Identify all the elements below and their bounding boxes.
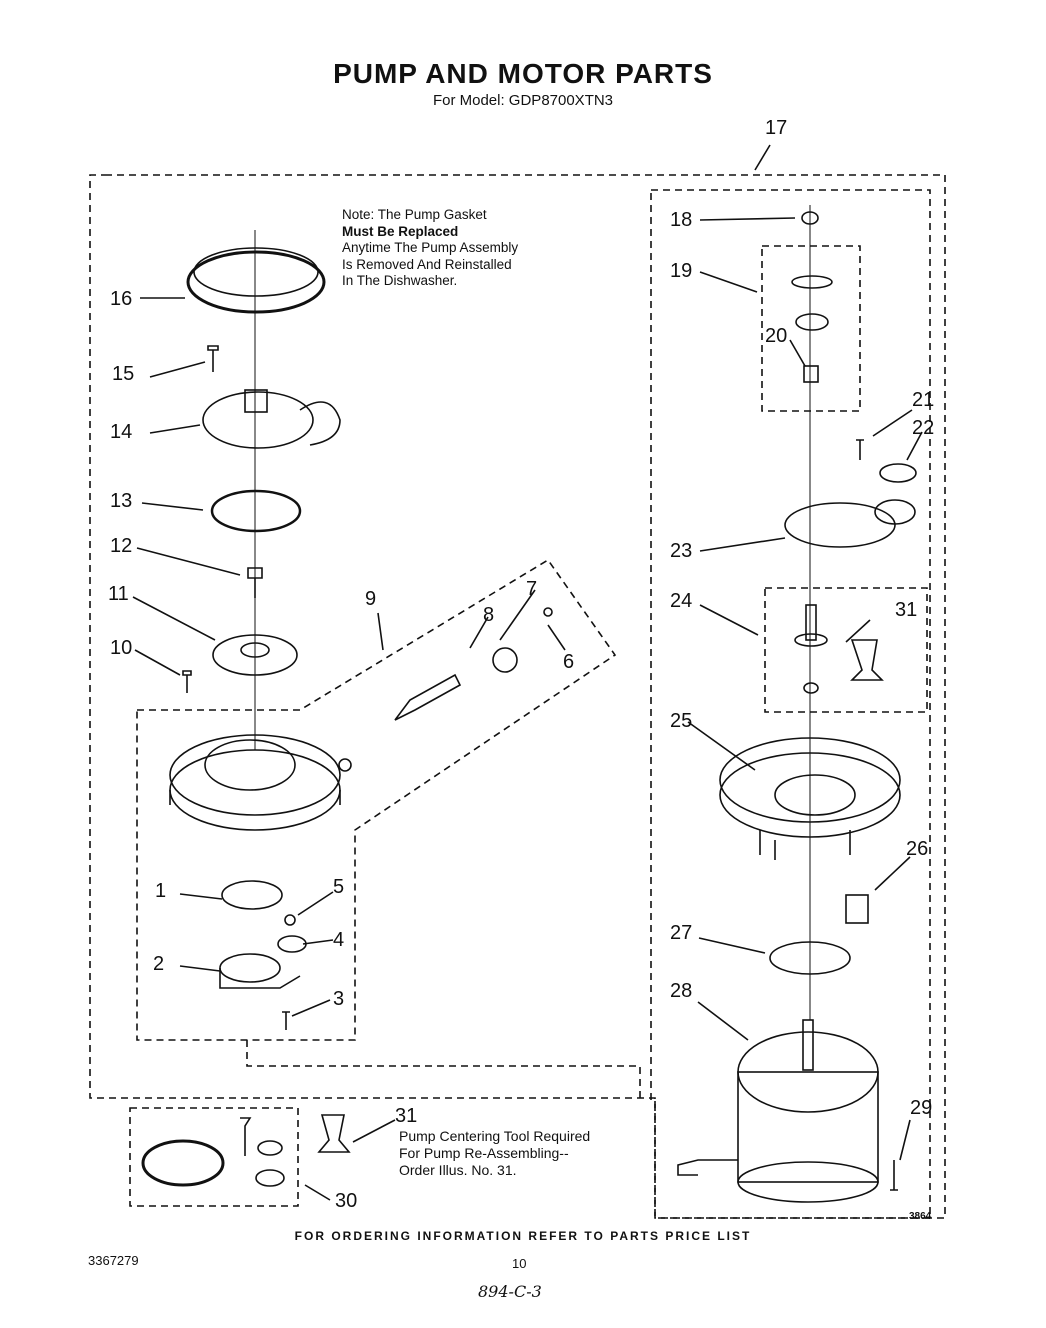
drawing-code: 3864 xyxy=(909,1211,932,1222)
valve-7 xyxy=(492,647,518,673)
note-line: Is Removed And Reinstalled xyxy=(342,256,512,272)
motor-group-outline xyxy=(650,189,931,1219)
callout-5: 5 xyxy=(333,876,345,898)
disk-1 xyxy=(221,880,283,910)
gasket-note: Note: The Pump Gasket Must Be Replaced A… xyxy=(342,207,572,290)
screw-10 xyxy=(182,670,192,693)
callout-9: 9 xyxy=(365,588,377,610)
tool-31 xyxy=(850,639,884,681)
callout-15: 15 xyxy=(112,363,135,385)
pump-cover xyxy=(202,391,314,449)
o-ring-13 xyxy=(210,489,302,533)
callout-31-lower: 31 xyxy=(395,1105,418,1127)
box-24 xyxy=(764,587,928,713)
callout-12: 12 xyxy=(110,535,133,557)
lower-pump-outline xyxy=(136,558,617,1041)
nut-12 xyxy=(247,567,263,598)
note-line: Anytime The Pump Assembly xyxy=(342,240,519,255)
screw-15 xyxy=(207,345,219,372)
callout-17: 17 xyxy=(765,117,788,139)
model-subtitle: For Model: GDP8700XTN3 xyxy=(432,92,614,109)
ball-5 xyxy=(284,914,296,926)
handwritten-mark: 894-C-3 xyxy=(478,1282,542,1301)
callout-25: 25 xyxy=(670,710,693,732)
impeller-11 xyxy=(212,634,298,676)
tool-31b xyxy=(317,1114,351,1153)
tool-note-line: Pump Centering Tool Required xyxy=(399,1128,591,1144)
document-number: 3367279 xyxy=(88,1253,139,1268)
page-number: 10 xyxy=(512,1256,527,1271)
callout-30: 30 xyxy=(335,1190,358,1212)
callout-18: 18 xyxy=(670,209,693,231)
callout-27: 27 xyxy=(670,922,693,944)
bracket-2 xyxy=(219,953,281,983)
box-30 xyxy=(129,1107,299,1207)
note-line: Note: The Pump Gasket xyxy=(342,207,487,222)
callout-24: 24 xyxy=(670,590,693,612)
callout-7: 7 xyxy=(526,578,538,600)
callout-31-upper: 31 xyxy=(895,599,918,621)
gasket-30 xyxy=(141,1139,225,1187)
callout-23: 23 xyxy=(670,540,693,562)
callout-29: 29 xyxy=(910,1097,933,1119)
pump-tool-note: Pump Centering Tool Required For Pump Re… xyxy=(399,1128,659,1179)
part-20 xyxy=(795,313,829,331)
tool-note-line: Order Illus. No. 31. xyxy=(399,1162,517,1178)
part-19 xyxy=(791,275,833,289)
screw-21 xyxy=(856,439,864,460)
plate-23 xyxy=(784,502,896,548)
callout-19: 19 xyxy=(670,260,693,282)
callout-10: 10 xyxy=(110,637,133,659)
callout-21: 21 xyxy=(912,389,935,411)
page-title: PUMP AND MOTOR PARTS xyxy=(333,58,713,89)
seal-4 xyxy=(277,935,307,953)
callout-11: 11 xyxy=(108,583,129,605)
callout-1: 1 xyxy=(155,880,167,902)
pump-gasket xyxy=(186,250,326,314)
callout-13: 13 xyxy=(110,490,133,512)
callout-28: 28 xyxy=(670,980,693,1002)
callout-16: 16 xyxy=(110,288,133,310)
box-19 xyxy=(761,245,861,412)
valve-8 xyxy=(394,673,462,721)
screw-3 xyxy=(282,1011,290,1030)
shaft-24 xyxy=(805,604,817,641)
callout-6: 6 xyxy=(563,651,575,673)
part-18 xyxy=(801,211,819,225)
pump-assembly-outline xyxy=(89,174,946,1219)
tool-note-line: For Pump Re-Assembling-- xyxy=(399,1145,569,1161)
callout-14: 14 xyxy=(110,421,133,443)
clip-26 xyxy=(845,894,869,924)
callout-20: 20 xyxy=(765,325,788,347)
motor-mount-25 xyxy=(719,737,901,823)
callout-3: 3 xyxy=(333,988,345,1010)
callout-22: 22 xyxy=(912,417,935,439)
callout-4: 4 xyxy=(333,929,345,951)
ring-22 xyxy=(879,463,917,483)
screw-29 xyxy=(890,1160,898,1191)
note-line: Must Be Replaced xyxy=(342,223,459,239)
callout-2: 2 xyxy=(153,953,165,975)
disk-27 xyxy=(769,941,851,975)
note-line: In The Dishwasher. xyxy=(342,273,458,288)
callout-8: 8 xyxy=(483,604,495,626)
callout-26: 26 xyxy=(906,838,929,860)
ordering-info: FOR ORDERING INFORMATION REFER TO PARTS … xyxy=(294,1229,752,1243)
